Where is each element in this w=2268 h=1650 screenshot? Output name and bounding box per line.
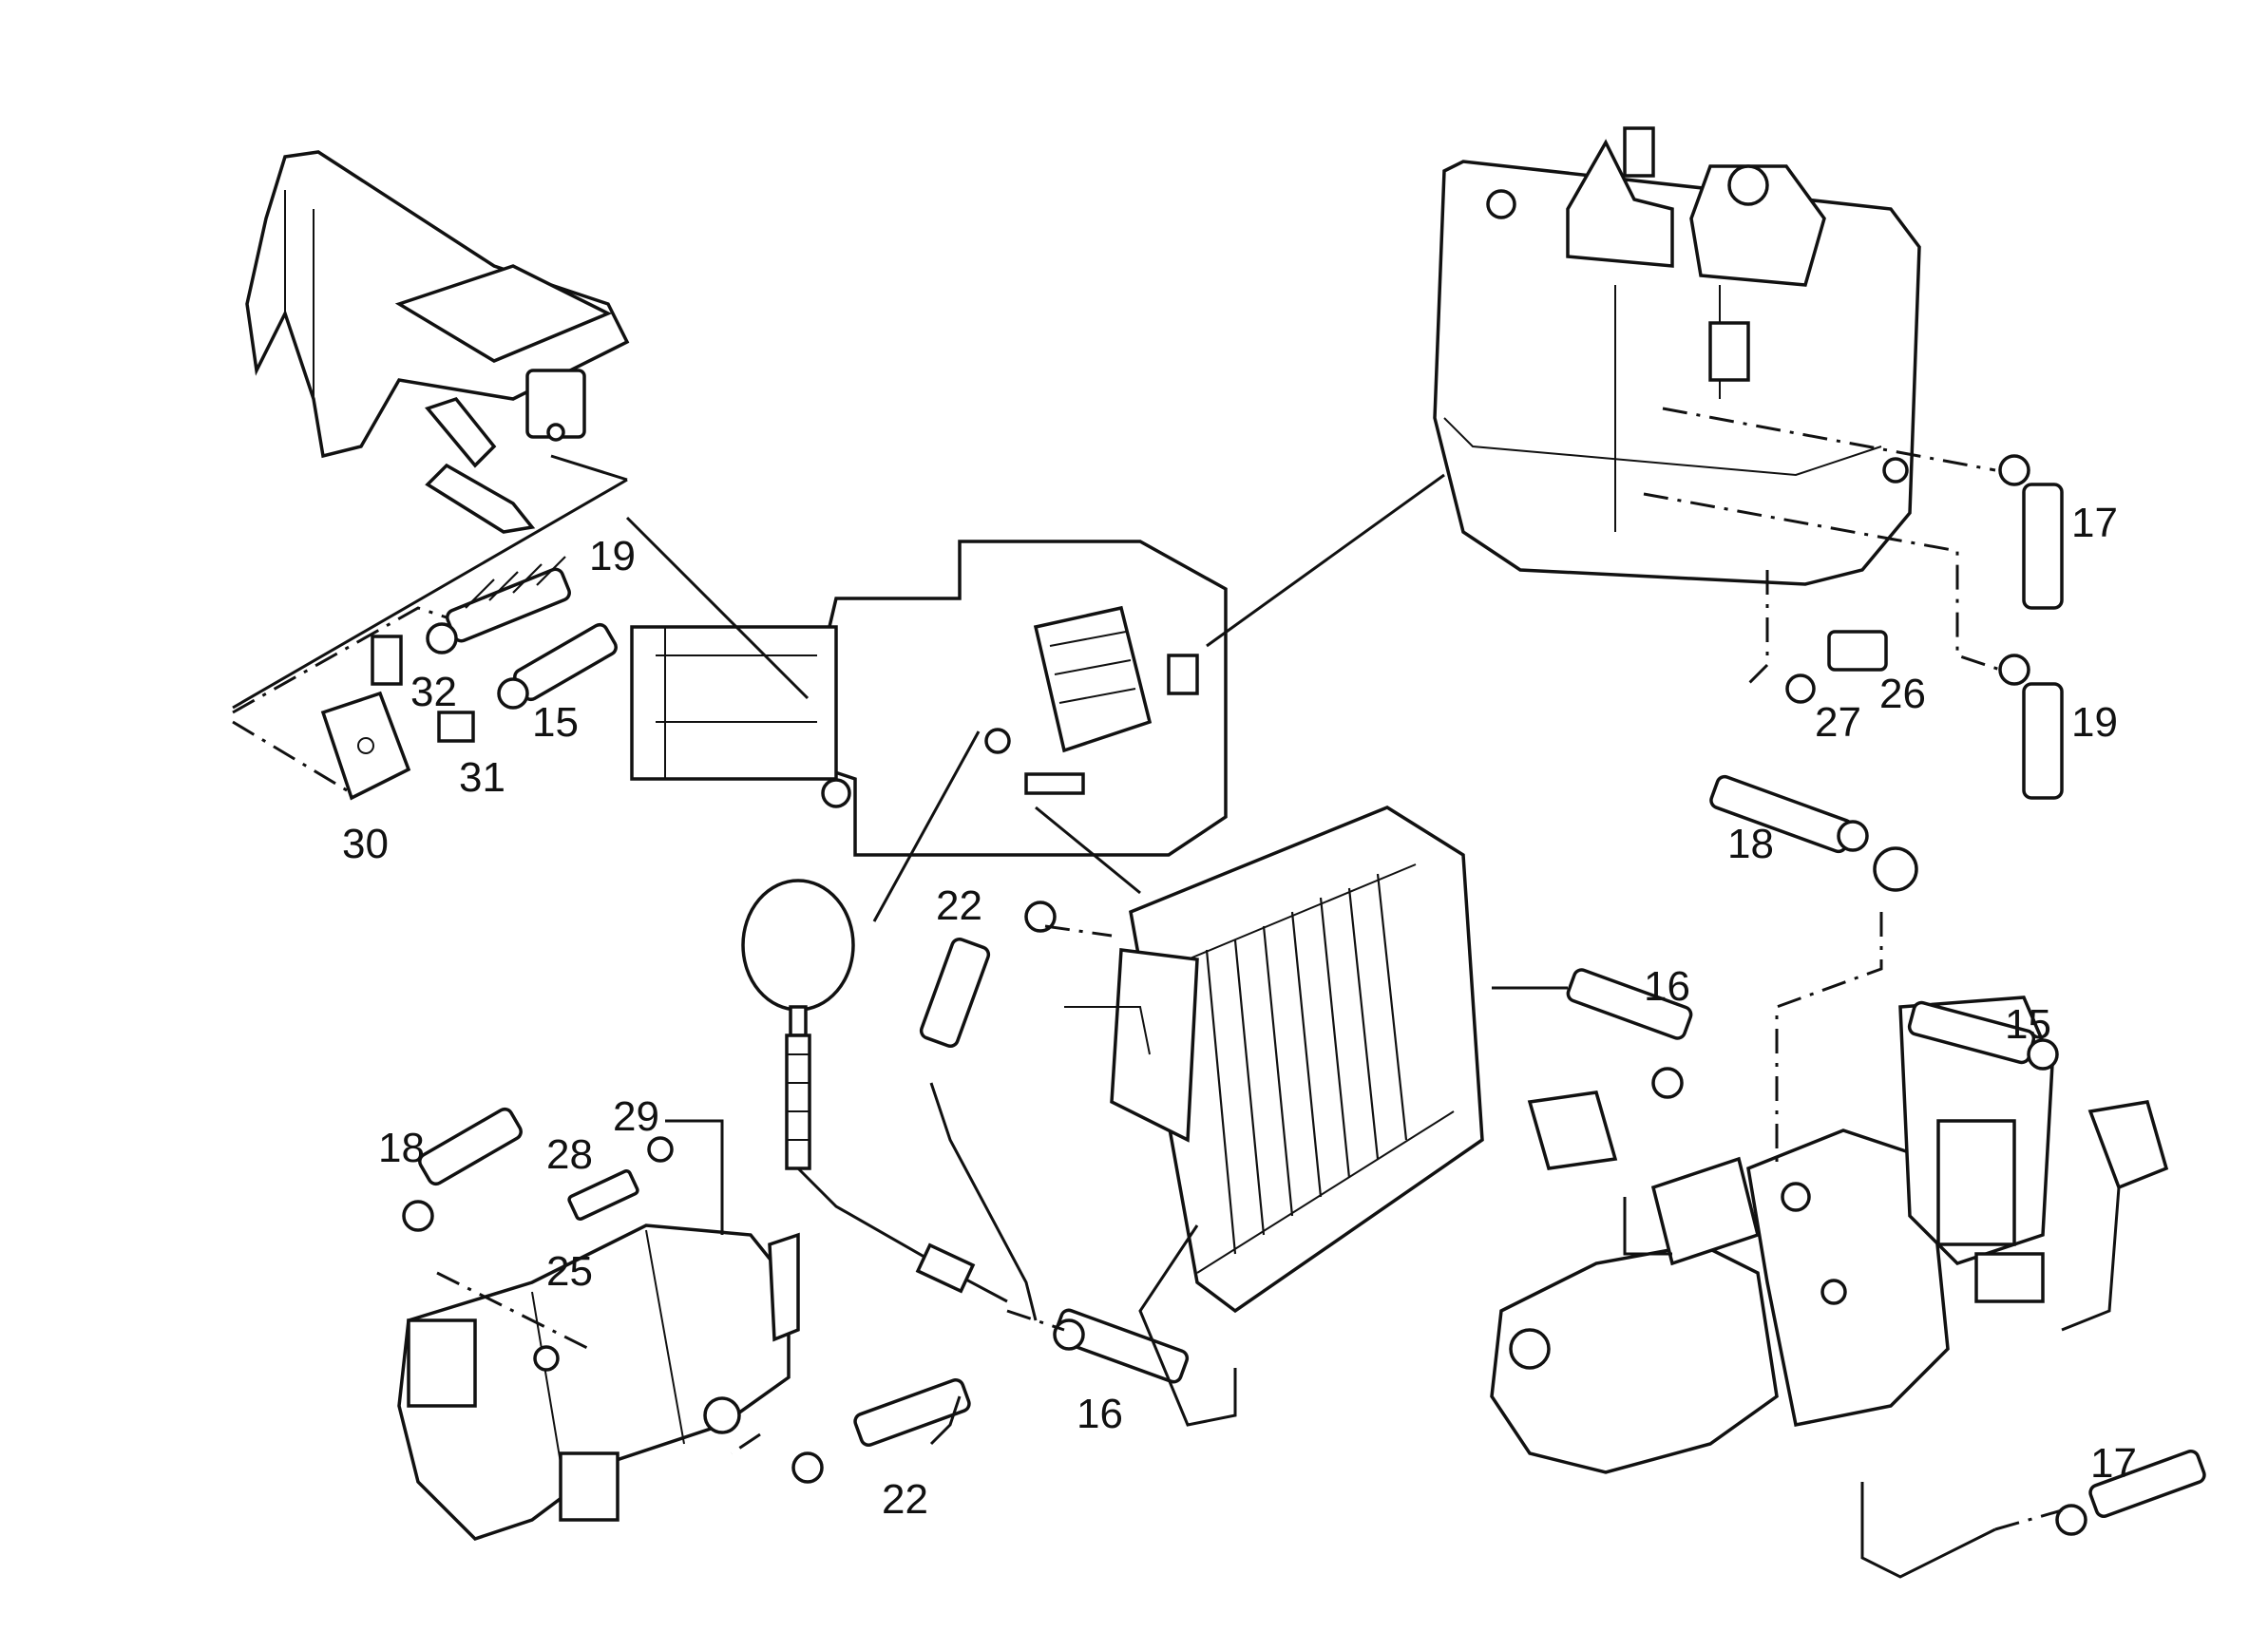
hose-19-left: [426, 556, 571, 654]
control-valve-block: [630, 540, 1228, 857]
callout-16-bottom: 16: [1077, 1391, 1123, 1437]
callout-19-right: 19: [2071, 699, 2118, 746]
callout-15-right: 15: [2005, 1001, 2051, 1048]
callout-17-top: 17: [2071, 500, 2118, 546]
callout-18-left: 18: [378, 1125, 425, 1171]
hose-15-right: [1907, 1000, 2059, 1071]
hose-15-left: [497, 622, 618, 710]
callout-22-bottom: 22: [882, 1476, 928, 1523]
hose-22-bottom: [791, 1378, 971, 1484]
callout-labels: 19 32 15 31 30 17 27 26 19 18 22 16 15 1…: [342, 500, 2137, 1523]
seal-27: [1785, 673, 1816, 704]
hose-16-bottom: [1053, 1308, 1190, 1384]
hose-17-bottom: [2055, 1450, 2206, 1536]
hose-19-right: [1998, 654, 2064, 800]
oil-cooler: [1064, 806, 1484, 1314]
callout-29: 29: [613, 1093, 659, 1140]
callout-15-left: 15: [532, 699, 579, 746]
hydraulic-tank: [1433, 126, 1921, 586]
hose-16-top: [1566, 968, 1693, 1099]
pump-assembly: [1490, 996, 2169, 1474]
callout-16-top: 16: [1644, 963, 1690, 1010]
callout-30: 30: [342, 821, 389, 867]
switch-26: [1827, 630, 1888, 672]
hose-17-top: [1998, 454, 2064, 610]
fitting-32: [371, 635, 403, 686]
callout-31: 31: [459, 754, 505, 801]
callout-28: 28: [546, 1131, 593, 1178]
callout-17-bottom: 17: [2090, 1440, 2137, 1487]
fitting-31: [437, 711, 475, 743]
pedal-assembly: [245, 150, 630, 534]
leader-lines: [232, 454, 2121, 1579]
bracket-30: [320, 691, 411, 801]
callout-26: 26: [1879, 671, 1926, 717]
accumulator: [741, 879, 1008, 1303]
hydraulic-motor: [397, 1223, 800, 1542]
callout-25: 25: [546, 1248, 593, 1295]
callout-32: 32: [410, 669, 457, 715]
dash-lines: [232, 407, 2063, 1531]
callout-19-left: 19: [589, 533, 636, 579]
callout-27: 27: [1815, 699, 1861, 746]
washer-29: [647, 1136, 674, 1163]
hose-22-top: [919, 901, 1057, 1049]
callout-22-top: 22: [936, 882, 982, 929]
callout-18-right: 18: [1727, 821, 1774, 867]
bolt-28: [567, 1168, 639, 1222]
hose-18-right: [1709, 774, 1918, 892]
hose-18-left: [402, 1107, 523, 1232]
